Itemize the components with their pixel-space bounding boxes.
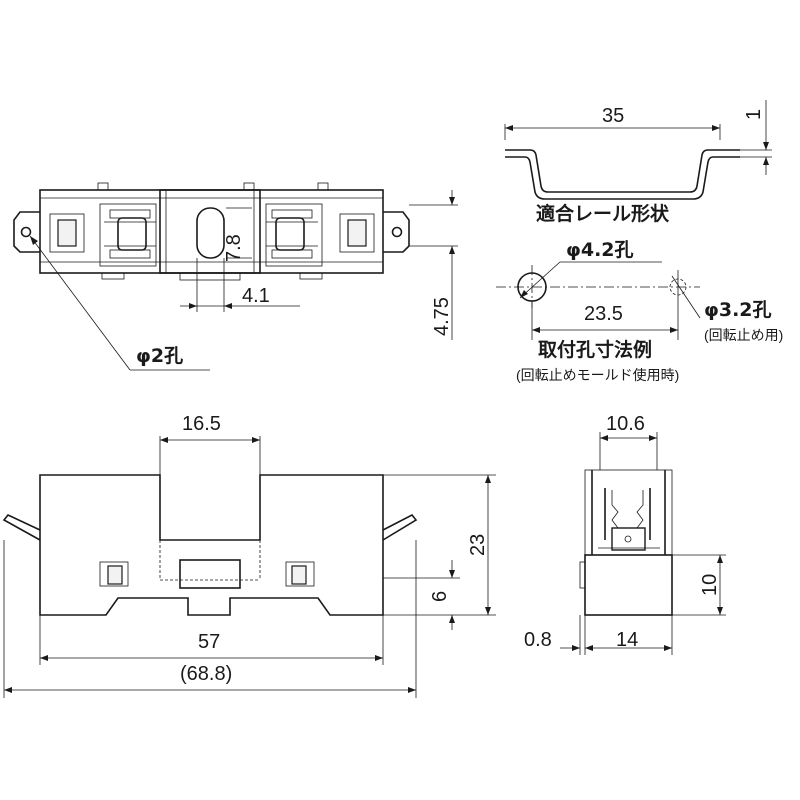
dim-rail-height: 1 <box>743 109 765 120</box>
dim-body-length: 57 <box>198 631 220 653</box>
side-view-base <box>584 554 673 616</box>
label-mount-hole: 取付孔寸法例 <box>538 338 652 361</box>
oval-slot <box>196 207 225 259</box>
dim-hole-pitch: 23.5 <box>584 303 623 325</box>
front-view-body <box>39 474 384 616</box>
rail-inner <box>505 156 740 200</box>
right-terminal <box>382 513 418 541</box>
label-stop-note: (回転止め用) <box>704 327 783 343</box>
dim-side-offset: 0.8 <box>524 629 552 651</box>
left-clip <box>117 217 147 251</box>
dim-overall-length: (68.8) <box>180 663 232 685</box>
left-terminal <box>2 514 41 541</box>
right-tab <box>383 211 410 253</box>
label-hole-stop: φ3.2孔 <box>704 299 772 321</box>
dim-side-base-height: 10 <box>699 574 721 596</box>
label-mount-hole-note: (回転止めモールド使用時) <box>516 367 679 383</box>
right-tab-hole <box>391 226 403 238</box>
dim-side-height: 4.75 <box>431 297 453 336</box>
side-clip <box>611 527 646 551</box>
dim-slot-width: 4.1 <box>242 285 270 307</box>
left-tab-hole <box>20 226 32 238</box>
top-view-body <box>39 189 384 274</box>
top-view: 4.1 7.8 4.75 φ2孔 <box>13 182 458 371</box>
mount-hole-diagram: 23.5 φ4.2孔 φ3.2孔 (回転止め用) 取付孔寸法例 (回転止めモール… <box>496 239 783 383</box>
rail-outer <box>505 149 740 193</box>
center-block <box>159 189 261 274</box>
label-hole-small: φ2孔 <box>136 345 183 367</box>
dim-side-width: 10.6 <box>606 413 645 435</box>
center-foot <box>179 559 241 589</box>
side-view: 10.6 10 0.8 14 <box>524 413 726 655</box>
dim-side-depth: 14 <box>616 629 638 651</box>
right-clip <box>275 217 305 251</box>
dim-slot-height: 7.8 <box>223 234 245 262</box>
left-tab <box>13 211 40 253</box>
label-rail-shape: 適合レール形状 <box>536 202 670 225</box>
label-hole-main: φ4.2孔 <box>566 239 634 261</box>
dim-rail-width: 35 <box>602 105 624 127</box>
front-view: 16.5 23 6 57 (68.8) <box>2 413 496 698</box>
dim-body-height: 23 <box>467 534 489 556</box>
dim-foot-height: 6 <box>429 591 451 602</box>
rail-profile: 35 1 適合レール形状 <box>504 100 772 225</box>
dim-front-slot: 16.5 <box>182 413 221 435</box>
